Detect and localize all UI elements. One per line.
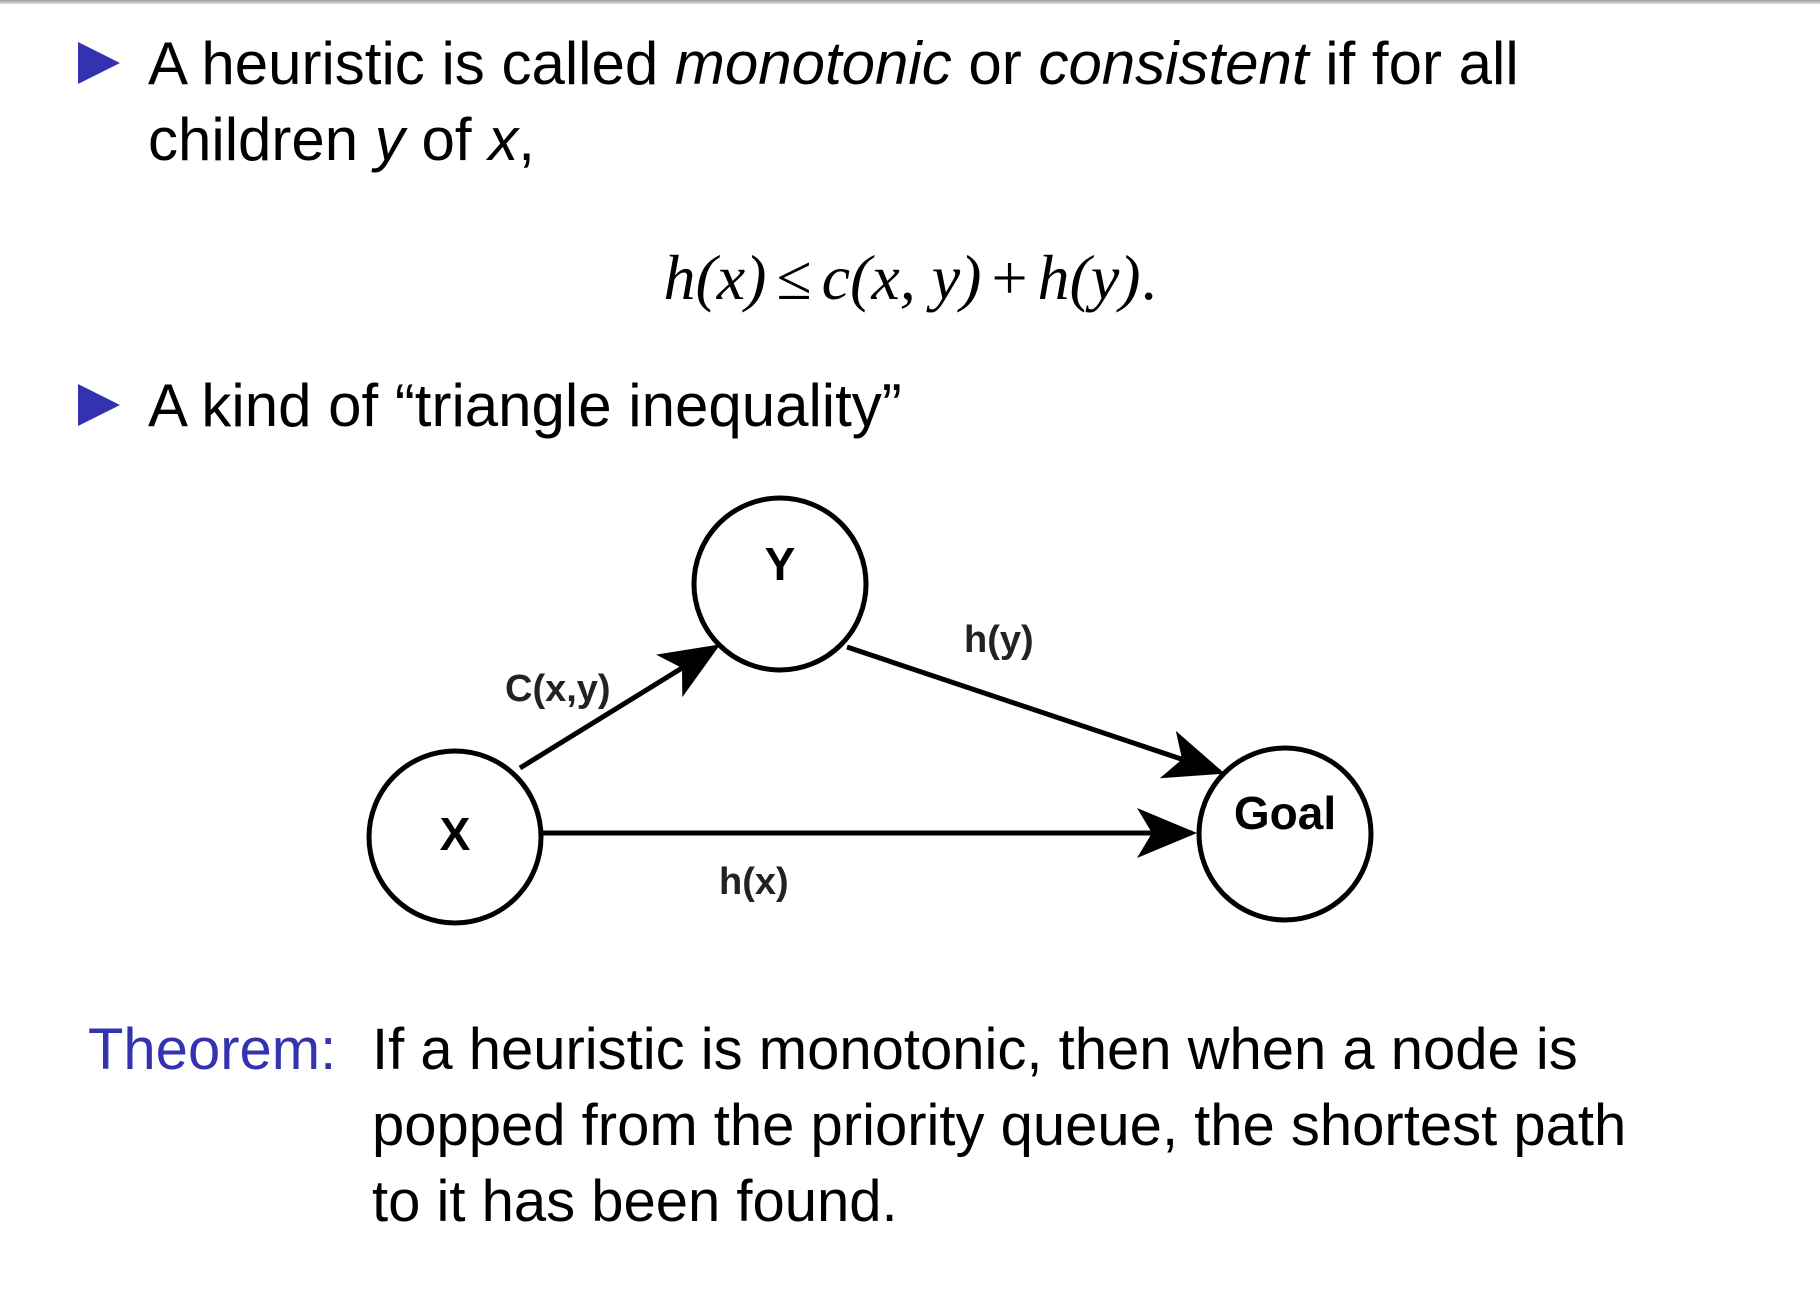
theorem-line-3: to it has been found. <box>372 1169 898 1234</box>
bullet-2-line-1: A kind of “triangle inequality” <box>148 368 902 444</box>
bullet-1-term-monotonic: monotonic <box>674 30 952 97</box>
bullet-1-line-1: A heuristic is called monotonic or consi… <box>148 26 1519 102</box>
bullet-1-var-x: x <box>488 106 519 173</box>
equation-heuristic-term: h(y) <box>1037 242 1141 313</box>
node-x <box>366 748 544 926</box>
equation-lhs: h(x) <box>663 242 767 313</box>
bullet-1-text-d: children <box>148 106 375 173</box>
equation-plus-operator: + <box>991 242 1028 313</box>
node-y <box>691 495 869 673</box>
edge-y-goal-label: h(y) <box>964 619 1034 661</box>
bullet-1-var-y: y <box>374 106 405 173</box>
bullet-2-text: A kind of “triangle inequality” <box>148 372 902 439</box>
bullet-1-text-a: A heuristic is called <box>148 30 675 97</box>
bullet-1-line-2: children y of x, <box>148 102 535 178</box>
bullet-1-term-consistent: consistent <box>1038 30 1309 97</box>
bullet-1-text-f: , <box>518 106 535 173</box>
edge-x-goal-label: h(x) <box>719 861 789 903</box>
top-rule <box>0 0 1820 4</box>
theorem-line-1: If a heuristic is monotonic, then when a… <box>372 1017 1578 1082</box>
theorem-line-2: popped from the priority queue, the shor… <box>372 1093 1627 1158</box>
edge-x-to-y <box>518 644 721 771</box>
edge-x-y-label: C(x,y) <box>505 668 611 710</box>
bullet-1-text-e: of <box>404 106 489 173</box>
bullet-1-text-c: if for all <box>1308 30 1519 97</box>
bullet-marker-2 <box>78 384 120 426</box>
consistency-equation: h(x)≤c(x, y)+h(y). <box>0 238 1820 318</box>
equation-leq-operator: ≤ <box>776 242 812 313</box>
node-goal-label: Goal <box>1234 787 1336 839</box>
node-goal <box>1196 745 1374 923</box>
bullet-marker-1 <box>78 42 120 84</box>
node-x-label: X <box>440 808 471 860</box>
bullet-1-text-b: or <box>951 30 1039 97</box>
node-y-label: Y <box>765 538 796 590</box>
equation-period: . <box>1140 242 1157 313</box>
equation-cost-term: c(x, y) <box>821 242 982 313</box>
edge-y-to-goal <box>846 644 1225 779</box>
theorem-label: Theorem: <box>88 1017 337 1082</box>
